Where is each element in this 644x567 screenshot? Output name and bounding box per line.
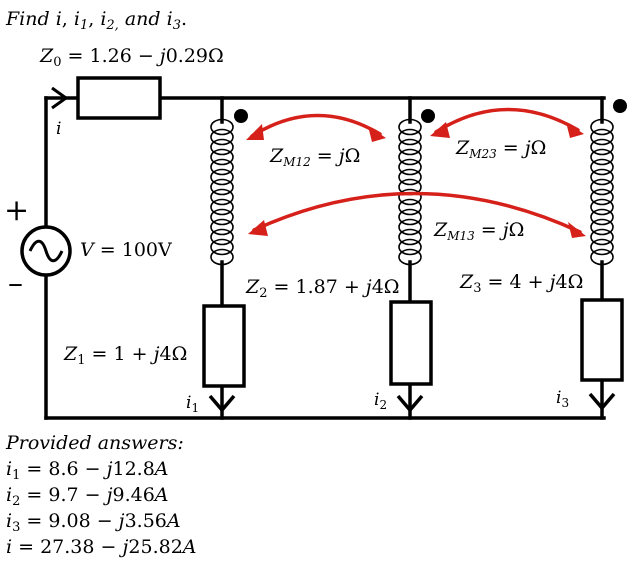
coil-turn [398, 118, 422, 136]
coil-turn [210, 158, 234, 176]
inductor-l3 [590, 118, 614, 266]
polarity-dot-3 [613, 99, 627, 113]
current-i3-arrow [588, 392, 616, 411]
problem-prompt: Find i, i1, i2, and i3. [5, 8, 187, 33]
current-i2-arrow [396, 394, 424, 413]
current-i1-label: i1 [186, 393, 199, 415]
z0-label: Z0 = 1.26 − j0.29Ω [39, 45, 224, 70]
coil-turn [210, 118, 234, 136]
coil-turn [590, 178, 614, 196]
minus-sign: – [8, 266, 23, 301]
coil-turn [590, 208, 614, 226]
current-i-label: i [56, 119, 61, 139]
coil-turn [590, 168, 614, 186]
z2-impedance-box [389, 300, 433, 386]
inductor-l1 [210, 118, 234, 266]
coil-turn [210, 178, 234, 196]
answers-heading: Provided answers: [5, 432, 184, 454]
answer-i1: i1 = 8.6 − j12.8A [6, 458, 169, 483]
coil-turn [210, 168, 234, 186]
coil-turn [210, 228, 234, 246]
coil-turn [398, 158, 422, 176]
coil-turn [398, 168, 422, 186]
coil-turn [210, 138, 234, 156]
coil-turn [398, 208, 422, 226]
coil-turn [398, 188, 422, 206]
coil-turn [590, 218, 614, 236]
coil-turn [398, 198, 422, 216]
coil-turn [590, 148, 614, 166]
coil-turn [210, 148, 234, 166]
coil-turn [210, 128, 234, 146]
coil-turn [210, 198, 234, 216]
current-i3-label: i3 [556, 388, 569, 410]
coil-turn [590, 138, 614, 156]
zm12-label: ZM12 = jΩ [269, 145, 360, 169]
coil-turn [398, 138, 422, 156]
z0-impedance-box [76, 76, 162, 120]
z3-label: Z3 = 4 + j4Ω [459, 271, 583, 296]
coil-turn [590, 118, 614, 136]
coil-turn [398, 218, 422, 236]
coupling-arrow-m13 [248, 191, 586, 238]
z2-label: Z2 = 1.87 + j4Ω [245, 276, 400, 301]
zm13-label: ZM13 = jΩ [433, 219, 524, 243]
answer-i2: i2 = 9.7 − j9.46A [6, 484, 169, 509]
plus-sign: + [4, 193, 29, 228]
current-i-arrow [51, 86, 69, 110]
answer-i3: i3 = 9.08 − j3.56A [6, 510, 181, 535]
coil-turn [590, 198, 614, 216]
answer-i: i = 27.38 − j25.82A [6, 536, 197, 558]
coil-turn [590, 128, 614, 146]
voltage-label: V = 100V [80, 239, 172, 261]
coil-turn [398, 238, 422, 256]
coupling-arrow-m23 [430, 107, 584, 138]
coil-turn [398, 228, 422, 246]
coil-turn [398, 128, 422, 146]
coil-turn [210, 218, 234, 236]
coupling-arrow-m12 [246, 113, 386, 142]
coil-turn [210, 188, 234, 206]
polarity-dot-1 [234, 109, 248, 123]
circuit-wires [44, 96, 606, 420]
coil-turn [590, 188, 614, 206]
z1-impedance-box [202, 304, 246, 388]
current-i1-arrow [208, 394, 236, 413]
coil-turn [210, 208, 234, 226]
coil-turn [590, 238, 614, 256]
coil-turn [210, 238, 234, 256]
z1-label: Z1 = 1 + j4Ω [63, 343, 187, 368]
z3-impedance-box [580, 298, 624, 382]
coil-turn [398, 148, 422, 166]
coil-turn [590, 248, 614, 266]
coil-turn [210, 248, 234, 266]
voltage-source [20, 225, 72, 277]
coil-turn [398, 248, 422, 266]
current-i2-label: i2 [374, 390, 387, 412]
coil-turn [590, 228, 614, 246]
polarity-dot-2 [421, 109, 435, 123]
zm23-label: ZM23 = jΩ [455, 137, 546, 161]
coil-turn [590, 158, 614, 176]
